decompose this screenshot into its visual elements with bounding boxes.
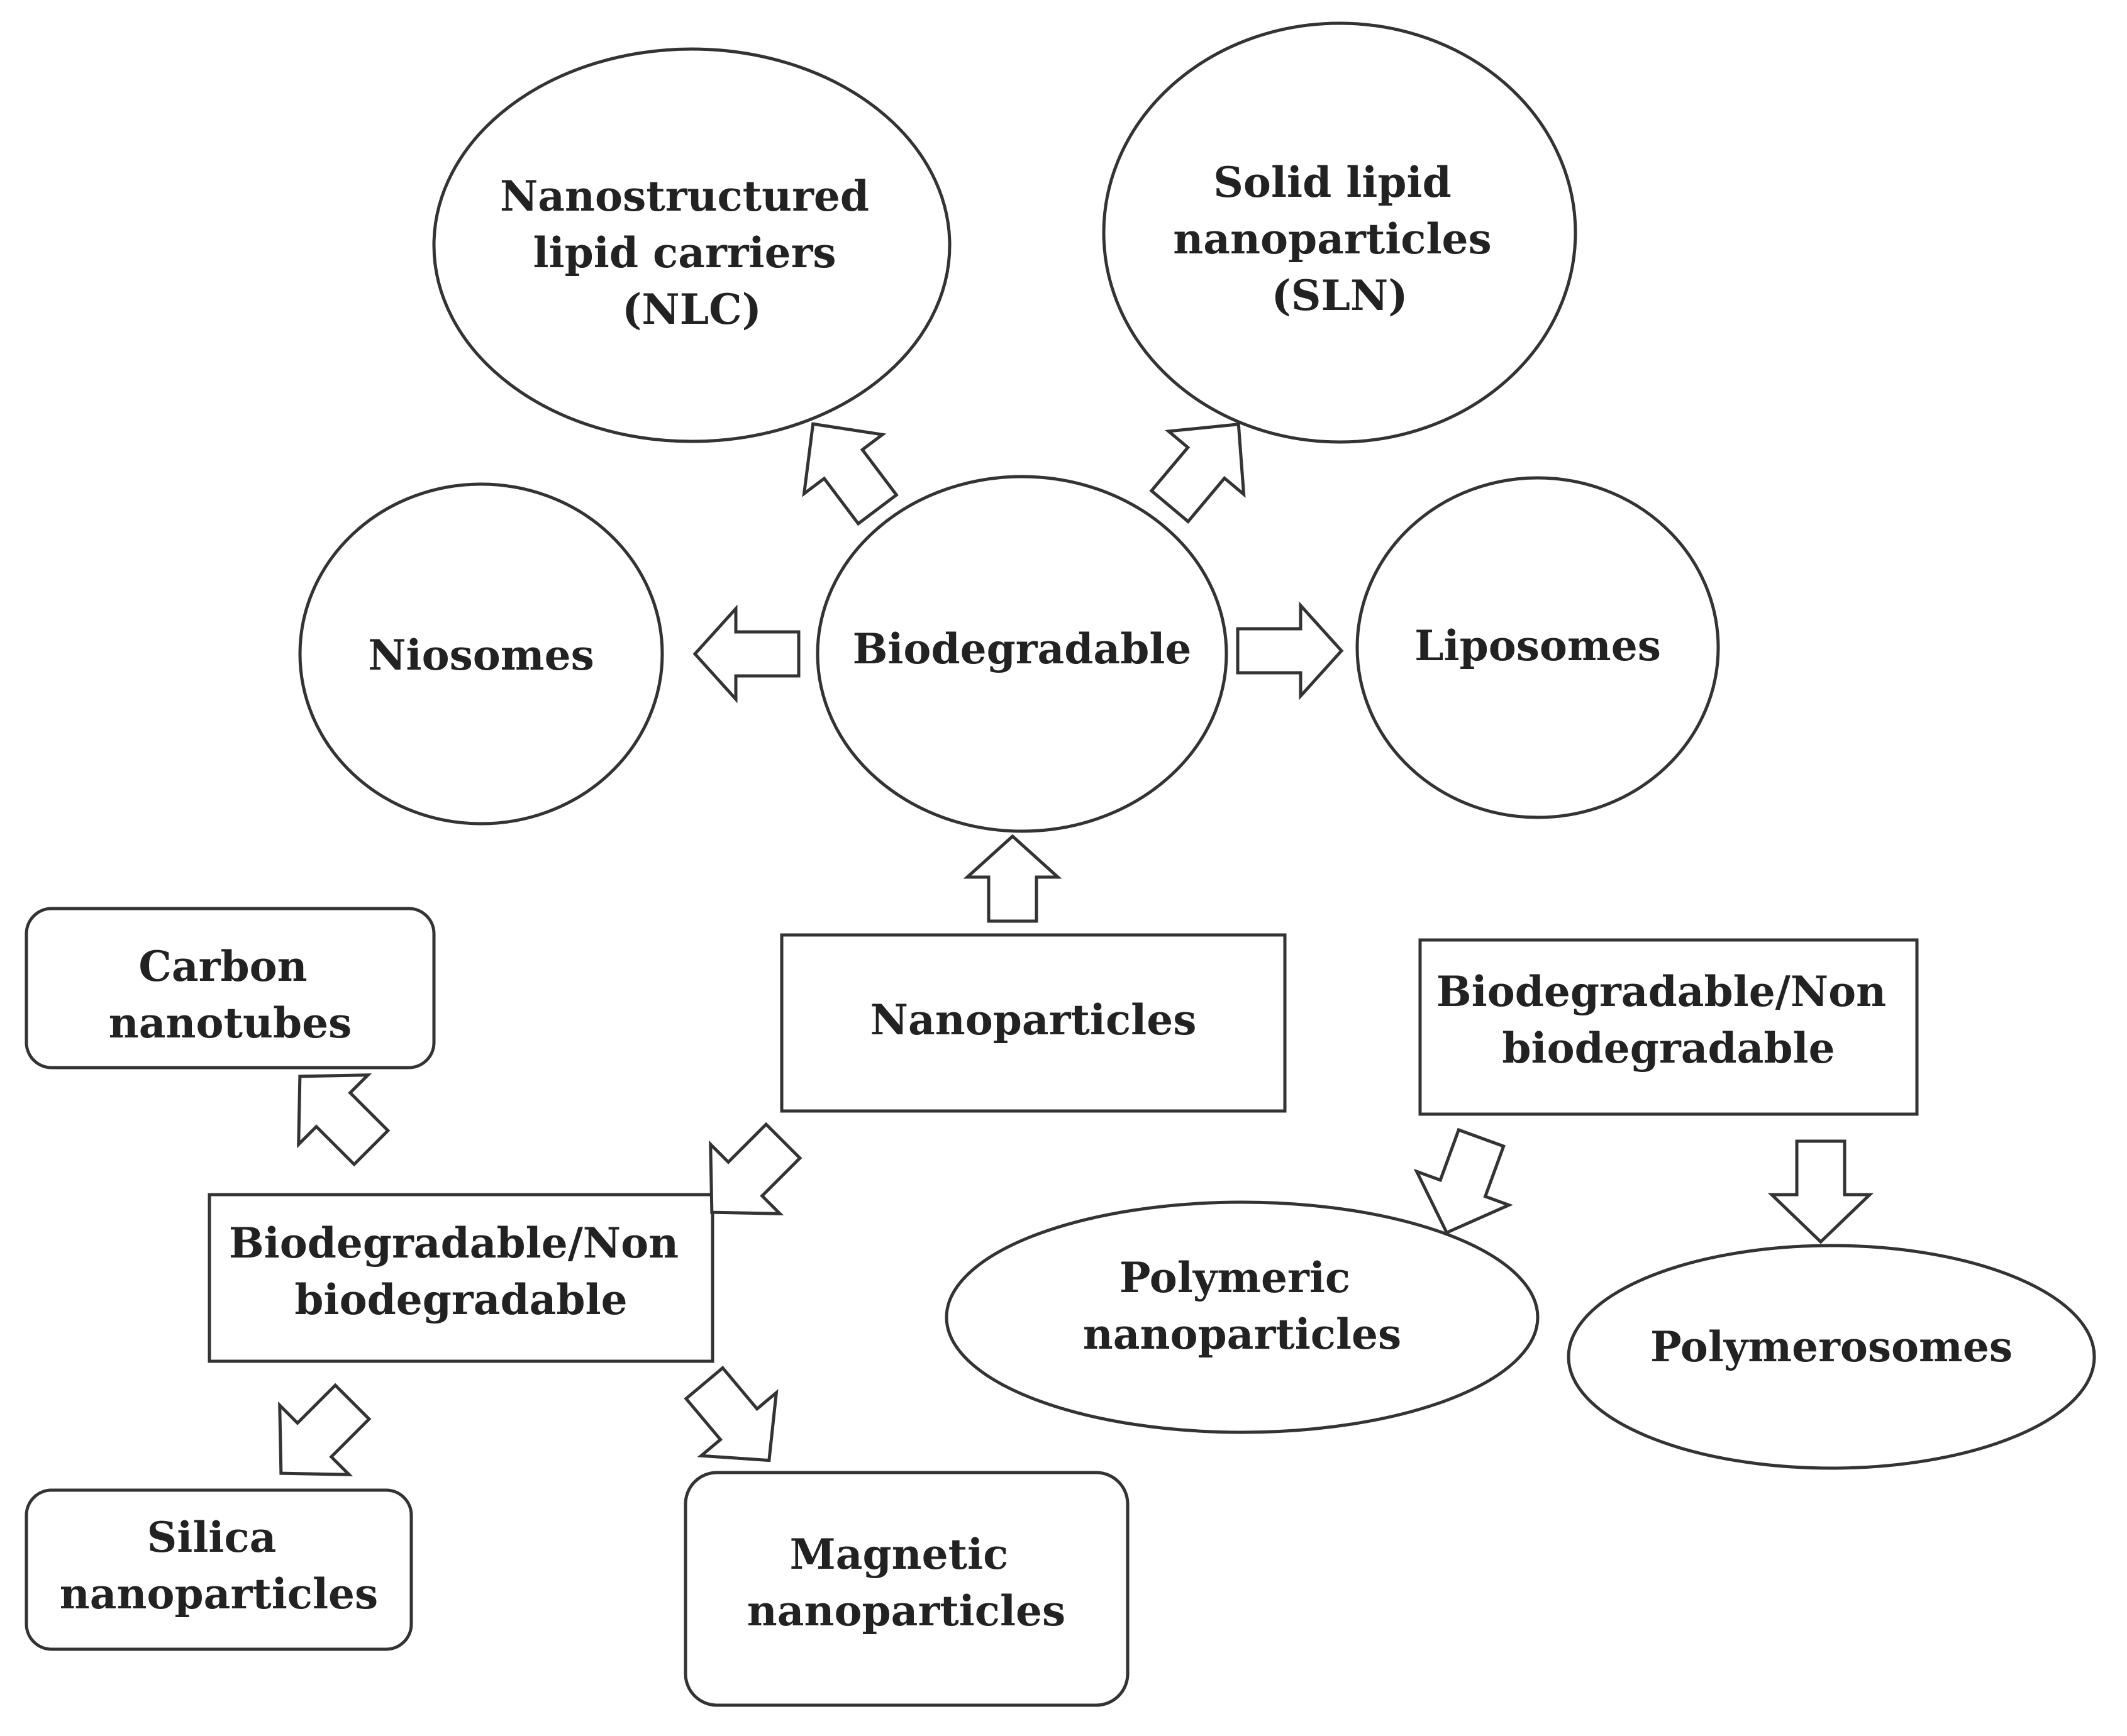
node-niosomes-shape xyxy=(298,482,664,826)
node-bnb-right-line-2: biodegradable xyxy=(1502,1024,1835,1073)
svg-text:Biodegradable/Non biodeg: Biodegradable/Non biodegradable xyxy=(229,1219,693,1324)
node-nanoparticles: Nanoparticles xyxy=(780,933,1287,1113)
node-nlc-line-1: Nanostructured xyxy=(500,172,869,221)
node-silica-line-2: nanoparticles xyxy=(60,1569,378,1618)
node-biodegradable-non-left: Biodegradable/Non biodegradable xyxy=(208,1193,714,1363)
node-magnetic-line-1: Magnetic xyxy=(790,1530,1009,1579)
arrows xyxy=(278,422,1874,1476)
arrow-bnb-left-to-magnetic xyxy=(684,1366,779,1462)
node-silica-shape xyxy=(25,1488,413,1651)
node-silica-nanoparticles: Silica nanoparticles xyxy=(25,1488,413,1651)
svg-text:Biodegradable: Biodegradable xyxy=(853,624,1192,673)
node-biodegradable-shape xyxy=(816,475,1228,833)
arrow-biodegradable-to-niosomes xyxy=(692,604,801,704)
node-bnb-right-shape xyxy=(1418,938,1919,1116)
node-biodegradable-line-1: Biodegradable xyxy=(853,624,1192,673)
node-sln-line-2: nanoparticles xyxy=(1173,214,1491,263)
node-liposomes-shape xyxy=(1355,476,1720,819)
svg-text:Polymerosomes: Polymerosomes xyxy=(1650,1322,2013,1371)
node-sln: Solid lipid nanoparticles (SLN) xyxy=(1102,21,1577,444)
node-polymerosomes: Polymerosomes xyxy=(1567,1244,2096,1470)
node-magnetic-shape xyxy=(684,1471,1130,1707)
arrow-bnb-right-to-polymerosomes xyxy=(1767,1139,1874,1244)
arrow-biodegradable-to-nlc xyxy=(802,422,899,526)
node-magnetic-line-2: nanoparticles xyxy=(747,1586,1065,1635)
node-carbon-line-1: Carbon xyxy=(138,942,307,991)
node-biodegradable-non-right: Biodegradable/Non biodegradable xyxy=(1418,938,1919,1116)
node-bnb-left-line-2: biodegradable xyxy=(294,1275,627,1324)
svg-text:Carbon nanotubes: Carbon nanotubes xyxy=(109,942,352,1048)
node-sln-shape xyxy=(1102,21,1577,444)
arrow-biodegradable-to-sln xyxy=(1149,423,1246,524)
arrow-biodegradable-to-liposomes xyxy=(1236,601,1344,700)
node-carbon-line-2: nanotubes xyxy=(109,998,352,1048)
node-niosomes-line-1: Niosomes xyxy=(368,631,594,680)
node-nlc: Nanostructured lipid carriers (NLC) xyxy=(432,47,952,443)
svg-text:Silica nanoparticles: Silica nanoparticles xyxy=(60,1513,378,1618)
node-magnetic-nanoparticles: Magnetic nanoparticles xyxy=(684,1471,1130,1707)
node-nanoparticles-shape xyxy=(780,933,1287,1113)
arrow-bnb-left-to-silica xyxy=(278,1383,372,1476)
arrow-bnb-right-to-polymeric xyxy=(1413,1127,1513,1235)
node-polymeric-shape xyxy=(945,1200,1540,1434)
node-biodegradable: Biodegradable xyxy=(816,475,1228,833)
node-nanoparticles-line-1: Nanoparticles xyxy=(870,995,1197,1044)
svg-text:Nanoparticles: Nanoparticles xyxy=(870,995,1197,1044)
node-polymeric-nanoparticles: Polymeric nanoparticles xyxy=(945,1200,1540,1434)
node-carbon-nanotubes: Carbon nanotubes xyxy=(25,907,436,1070)
svg-text:Magnetic nanoparticles: Magnetic nanoparticles xyxy=(747,1530,1065,1635)
node-liposomes: Liposomes xyxy=(1355,476,1720,819)
node-nlc-line-2: lipid carriers xyxy=(533,228,836,277)
node-silica-line-1: Silica xyxy=(147,1513,277,1562)
svg-text:Biodegradable/Non biodeg: Biodegradable/Non biodegradable xyxy=(1436,967,1901,1073)
svg-text:Polymeric nanoparticles: Polymeric nanoparticles xyxy=(1083,1253,1401,1359)
node-liposomes-line-1: Liposomes xyxy=(1414,621,1661,670)
node-bnb-right-line-1: Biodegradable/Non xyxy=(1436,967,1886,1016)
node-polymeric-line-2: nanoparticles xyxy=(1083,1310,1401,1359)
arrow-nanoparticles-to-biodegradable xyxy=(963,834,1062,923)
node-sln-line-1: Solid lipid xyxy=(1213,158,1451,207)
node-nlc-shape xyxy=(432,47,952,443)
svg-text:Liposomes: Liposomes xyxy=(1414,621,1661,670)
node-bnb-left-line-1: Biodegradable/Non xyxy=(229,1219,679,1268)
node-polymerosomes-line-1: Polymerosomes xyxy=(1650,1322,2013,1371)
node-carbon-nanotubes-shape xyxy=(25,907,436,1070)
node-niosomes: Niosomes xyxy=(298,482,664,826)
node-sln-line-3: (SLN) xyxy=(1272,271,1408,320)
arrow-bnb-left-to-carbon xyxy=(297,1073,391,1167)
node-polymeric-line-1: Polymeric xyxy=(1119,1253,1350,1302)
svg-text:Niosomes: Niosomes xyxy=(368,631,594,680)
node-nlc-line-3: (NLC) xyxy=(622,285,762,334)
node-bnb-left-shape xyxy=(208,1193,714,1363)
svg-text:Nanostructured lipid car: Nanostructured lipid carriers (NLC) xyxy=(500,172,884,334)
arrow-nanoparticles-to-bnb-left xyxy=(709,1122,802,1215)
node-polymerosomes-shape xyxy=(1567,1244,2096,1470)
svg-text:Solid lipid nanoparticle: Solid lipid nanoparticles (SLN) xyxy=(1173,158,1506,320)
